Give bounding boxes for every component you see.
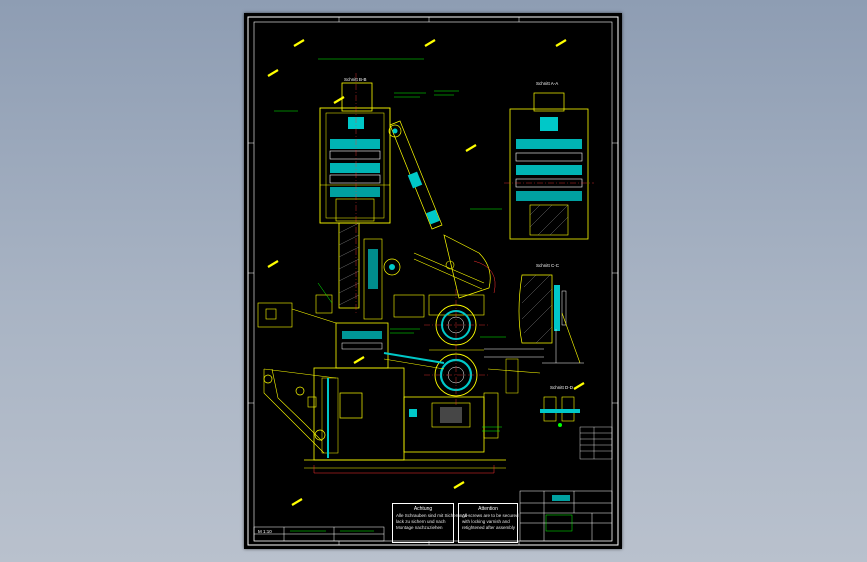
note-box-right: Attention All screws are to be secured w… xyxy=(458,503,519,543)
note-box-left: Achtung Alle Schrauben sind mit Sicherun… xyxy=(392,503,469,543)
note-left-line: Alle Schrauben sind mit Sicherungs- xyxy=(396,513,469,518)
parts-table xyxy=(579,426,613,460)
frame-ticks xyxy=(248,17,618,545)
title-block-stamp xyxy=(545,514,573,532)
watermark-marks xyxy=(267,39,585,506)
title-block-logo xyxy=(552,495,570,501)
section-label-b: Schnitt B-B xyxy=(344,77,367,82)
note-left-line: lack zu sichern und nach xyxy=(396,519,446,524)
title-block xyxy=(519,490,613,542)
note-left-line: Montage nachzuziehen xyxy=(396,525,443,530)
section-view-c xyxy=(518,274,584,364)
section-view-d xyxy=(540,396,580,427)
inner-frame xyxy=(253,21,613,542)
revision-strip xyxy=(253,526,385,542)
section-label-d: Schnitt D-D xyxy=(550,385,574,390)
note-right-line: retightened after assembly xyxy=(462,525,516,530)
cad-drawing xyxy=(247,16,619,546)
note-right-title: Attention xyxy=(478,506,498,512)
dimension-lines xyxy=(274,58,506,432)
scale-label: M 1:10 xyxy=(258,529,272,534)
section-label-a: Schnitt A-A xyxy=(536,81,559,86)
section-label-c: Schnitt C-C xyxy=(536,263,560,268)
main-view xyxy=(257,73,544,474)
note-left-title: Achtung xyxy=(413,506,433,512)
drawing-sheet: Schnitt A-A Schnitt C-C Schnitt D-D Schn… xyxy=(244,13,622,549)
note-right-line: with locking varnish and xyxy=(462,519,510,524)
note-right-line: All screws are to be secured xyxy=(462,513,519,518)
section-view-a xyxy=(504,92,594,240)
outer-frame xyxy=(247,16,619,546)
